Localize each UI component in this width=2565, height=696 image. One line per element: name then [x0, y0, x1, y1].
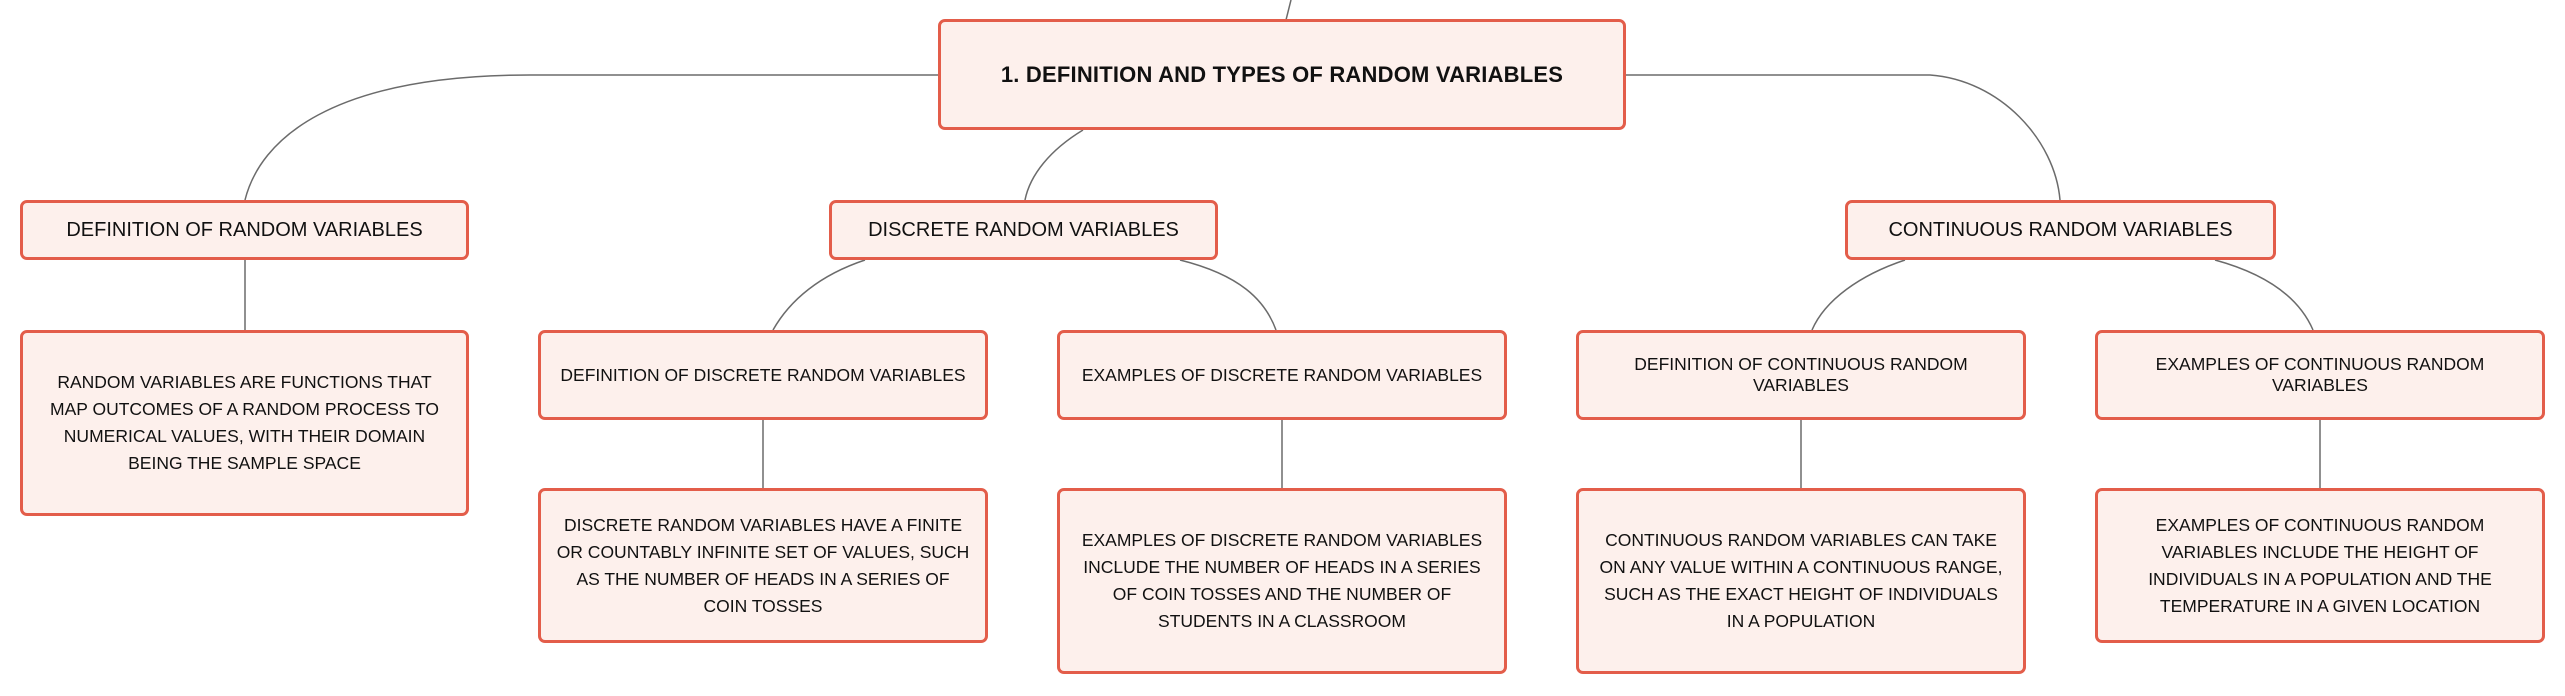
root-topic-label: 1. DEFINITION AND TYPES OF RANDOM VARIAB…	[1000, 61, 1564, 87]
connector-discrete-to-examples	[1179, 259, 1277, 331]
connector-continuous-to-def	[1811, 259, 1906, 331]
detail-text: EXAMPLES OF CONTINUOUS RANDOM VARIABLES …	[2148, 514, 2492, 616]
detail-text: EXAMPLES OF DISCRETE RANDOM VARIABLES IN…	[1081, 530, 1483, 631]
subtopic-definition-of-discrete[interactable]: DEFINITION OF DISCRETE RANDOM VARIABLES	[538, 330, 988, 420]
subtopic-label: DEFINITION OF DISCRETE RANDOM VARIABLES	[560, 364, 966, 385]
detail-text: CONTINUOUS RANDOM VARIABLES CAN TAKE ON …	[1599, 530, 2003, 631]
connector-root-to-definition	[244, 74, 940, 201]
subtopic-examples-of-continuous[interactable]: EXAMPLES OF CONTINUOUS RANDOM VARIABLES	[2095, 330, 2545, 420]
topic-label: DEFINITION OF RANDOM VARIABLES	[66, 218, 423, 241]
root-topic[interactable]: 1. DEFINITION AND TYPES OF RANDOM VARIAB…	[938, 19, 1626, 130]
detail-text: DISCRETE RANDOM VARIABLES HAVE A FINITE …	[556, 514, 970, 616]
connector-root-parent	[1285, 0, 1292, 21]
subtopic-label: EXAMPLES OF CONTINUOUS RANDOM VARIABLES	[2155, 354, 2485, 395]
subtopic-label: EXAMPLES OF DISCRETE RANDOM VARIABLES	[1081, 364, 1483, 385]
connector-root-to-continuous	[1624, 74, 2061, 201]
topic-label: CONTINUOUS RANDOM VARIABLES	[1888, 218, 2233, 241]
detail-definition-of-continuous[interactable]: CONTINUOUS RANDOM VARIABLES CAN TAKE ON …	[1576, 488, 2026, 674]
detail-examples-of-discrete[interactable]: EXAMPLES OF DISCRETE RANDOM VARIABLES IN…	[1057, 488, 1507, 674]
topic-label: DISCRETE RANDOM VARIABLES	[868, 218, 1179, 241]
detail-definition-of-random-variables[interactable]: RANDOM VARIABLES ARE FUNCTIONS THAT MAP …	[20, 330, 469, 516]
subtopic-examples-of-discrete[interactable]: EXAMPLES OF DISCRETE RANDOM VARIABLES	[1057, 330, 1507, 420]
connector-root-to-discrete	[1024, 129, 1084, 201]
connector-continuous-to-examples	[2214, 259, 2314, 331]
topic-discrete-random-variables[interactable]: DISCRETE RANDOM VARIABLES	[829, 200, 1218, 260]
connector-discrete-to-def	[772, 259, 866, 331]
topic-definition-of-random-variables[interactable]: DEFINITION OF RANDOM VARIABLES	[20, 200, 469, 260]
detail-examples-of-continuous[interactable]: EXAMPLES OF CONTINUOUS RANDOM VARIABLES …	[2095, 488, 2545, 643]
subtopic-label: DEFINITION OF CONTINUOUS RANDOM VARIABLE…	[1634, 354, 1968, 395]
detail-text: RANDOM VARIABLES ARE FUNCTIONS THAT MAP …	[50, 372, 439, 473]
topic-continuous-random-variables[interactable]: CONTINUOUS RANDOM VARIABLES	[1845, 200, 2276, 260]
detail-definition-of-discrete[interactable]: DISCRETE RANDOM VARIABLES HAVE A FINITE …	[538, 488, 988, 643]
subtopic-definition-of-continuous[interactable]: DEFINITION OF CONTINUOUS RANDOM VARIABLE…	[1576, 330, 2026, 420]
